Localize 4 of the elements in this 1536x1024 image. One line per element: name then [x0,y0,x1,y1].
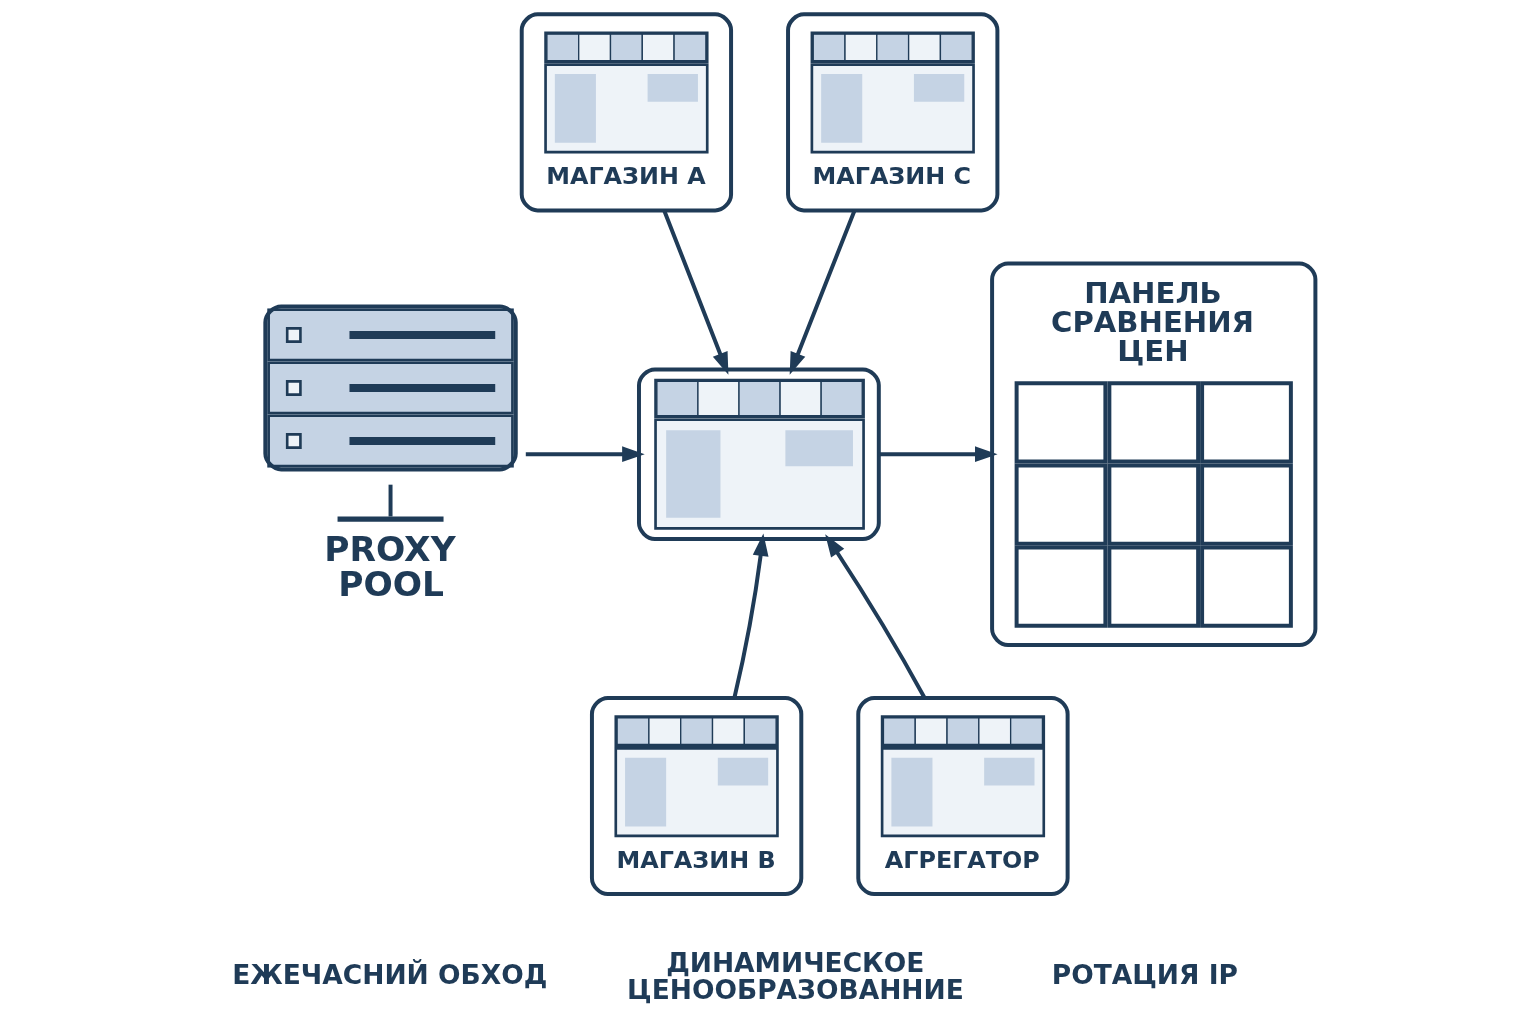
label: ЕЖЕЧАСНИЙ ОБХОД [231,958,547,990]
label: ДИНАМИЧЕСКОЕ ЦЕНООБРАЗОВАННИЕ [626,946,964,1005]
label: РОТАЦИЯ IP [1051,958,1238,990]
node-label: PROXY POOL [323,528,456,604]
